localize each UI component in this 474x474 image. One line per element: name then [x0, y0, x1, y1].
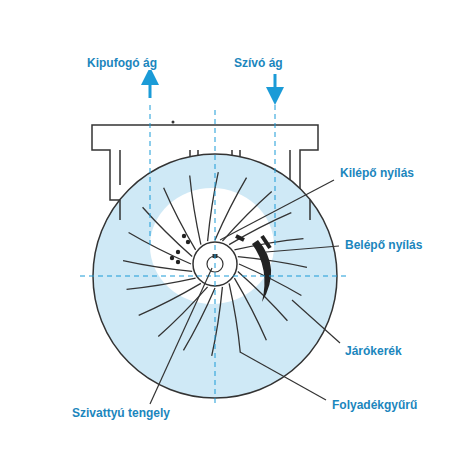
liquid-ring-label: Folyadékgyűrű	[330, 398, 419, 412]
impeller-blade	[129, 232, 191, 264]
outlet-label: Kilépő nyílás	[338, 166, 416, 180]
impeller-blade	[139, 283, 201, 315]
impeller-blade	[229, 213, 291, 245]
shaft-label: Szivattyú tengely	[70, 406, 172, 420]
impeller-blade	[123, 261, 192, 272]
center-lines	[80, 105, 350, 405]
suction-arrow	[274, 74, 277, 96]
exhaust-arrow	[149, 76, 152, 98]
impeller-blade	[164, 188, 196, 250]
impeller-blade	[208, 172, 219, 241]
impeller-blade	[212, 287, 223, 356]
outlet-port	[170, 234, 190, 264]
impeller-blade	[234, 278, 266, 340]
inlet-label: Belépő nyílás	[343, 238, 424, 252]
leader-lines	[150, 180, 340, 404]
exhaust-label: Kipufogó ág	[85, 56, 159, 70]
impeller-blade	[127, 278, 196, 289]
inlet-port	[252, 240, 271, 302]
impeller-blade	[215, 178, 247, 240]
impeller-label: Járókerék	[343, 344, 404, 358]
impeller-blade	[229, 283, 240, 352]
suction-label: Szívó ág	[232, 56, 285, 70]
impeller-blade	[190, 176, 201, 245]
impeller-blade	[238, 257, 307, 268]
